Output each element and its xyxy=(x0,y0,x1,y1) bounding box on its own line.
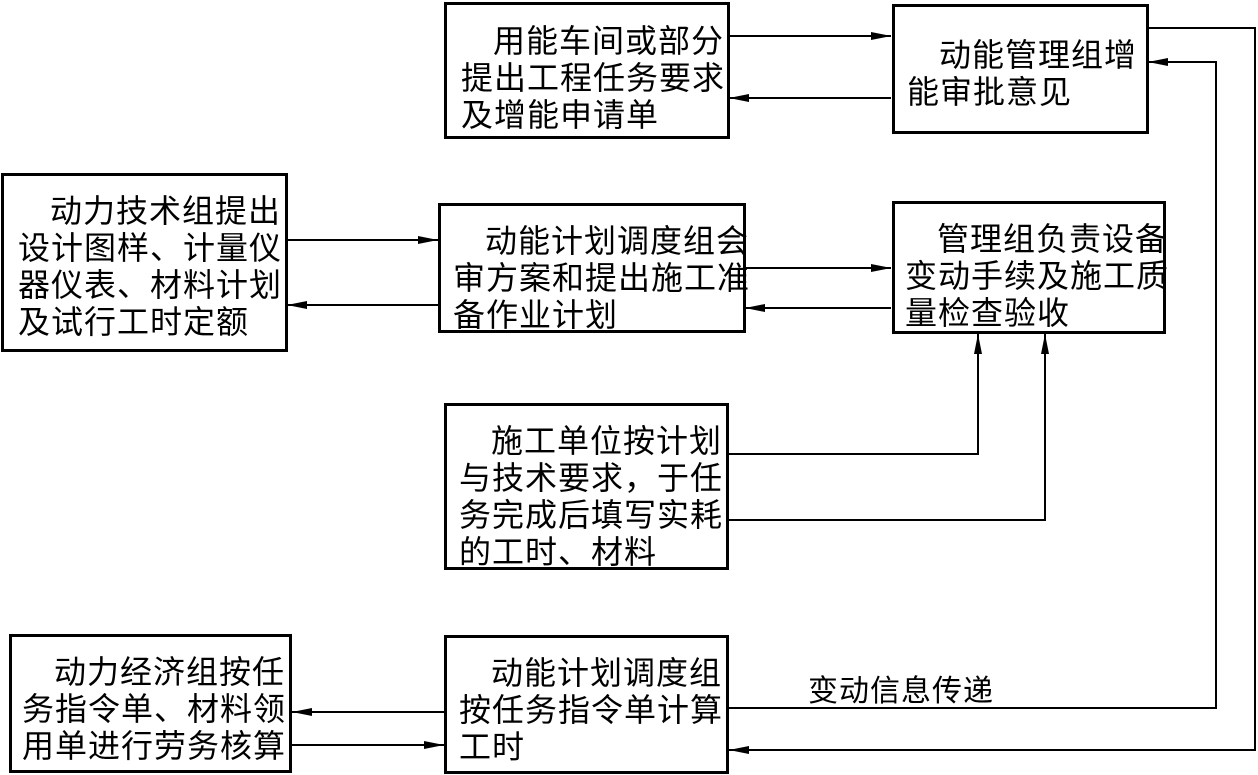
box-request-line: 用能车间或部分 xyxy=(493,22,725,60)
box-economics-line: 动力经济组按任 xyxy=(54,653,286,691)
caption-change-info: 变动信息传递 xyxy=(808,674,994,709)
arrow-dispatch-calc-to-approval xyxy=(729,58,1217,709)
box-tech: 动力技术组提出 设计图样、计量仪 器仪表、材料计划 及试行工时定额 xyxy=(1,173,288,352)
box-tech-line: 及试行工时定额 xyxy=(18,303,250,341)
box-management: 管理组负责设备 变动手续及施工质 量检查验收 xyxy=(892,201,1170,334)
arrow-construction-to-management-1 xyxy=(729,334,982,455)
box-construction-line: 务完成后填写实耗 xyxy=(459,496,724,534)
box-request-line: 提出工程任务要求 xyxy=(461,59,726,97)
box-tech-line: 器仪表、材料计划 xyxy=(18,266,283,304)
box-approval-line: 能审批意见 xyxy=(907,73,1073,111)
box-construction: 施工单位按计划 与技术要求，于任 务完成后填写实耗 的工时、材料 xyxy=(444,403,729,571)
box-dispatch-calc-line: 工时 xyxy=(459,728,526,766)
box-dispatch-review-line: 动能计划调度组会 xyxy=(485,222,750,260)
box-approval-line: 动能管理组增 xyxy=(939,36,1138,74)
box-economics-line: 务指令单、材料领 xyxy=(22,690,287,728)
arrow-approval-to-dispatch-calc xyxy=(729,27,1256,754)
box-economics-line: 用单进行劳务核算 xyxy=(22,727,287,765)
box-management-line: 管理组负责设备 xyxy=(937,220,1169,258)
box-request-line: 及增能申请单 xyxy=(461,96,660,134)
box-approval: 动能管理组增 能审批意见 xyxy=(892,4,1149,134)
arrow-construction-to-management-2 xyxy=(729,334,1049,521)
box-construction-line: 的工时、材料 xyxy=(459,533,658,571)
box-tech-line: 设计图样、计量仪 xyxy=(18,229,283,267)
box-management-line: 变动手续及施工质 xyxy=(905,257,1170,295)
box-request: 用能车间或部分 提出工程任务要求 及增能申请单 xyxy=(444,2,730,139)
box-dispatch-calc-line: 按任务指令单计算 xyxy=(459,691,724,729)
box-economics: 动力经济组按任 务指令单、材料领 用单进行劳务核算 xyxy=(9,634,292,773)
box-tech-line: 动力技术组提出 xyxy=(50,192,282,230)
box-dispatch-calc: 动能计划调度组 按任务指令单计算 工时 xyxy=(444,635,729,774)
box-construction-line: 施工单位按计划 xyxy=(491,422,723,460)
box-dispatch-calc-line: 动能计划调度组 xyxy=(491,654,723,692)
box-dispatch-review-line: 审方案和提出施工准 xyxy=(453,259,751,297)
box-management-line: 量检查验收 xyxy=(905,294,1071,332)
box-construction-line: 与技术要求，于任 xyxy=(459,459,724,497)
box-dispatch-review: 动能计划调度组会 审方案和提出施工准 备作业计划 xyxy=(438,203,751,334)
box-dispatch-review-line: 备作业计划 xyxy=(453,296,619,334)
